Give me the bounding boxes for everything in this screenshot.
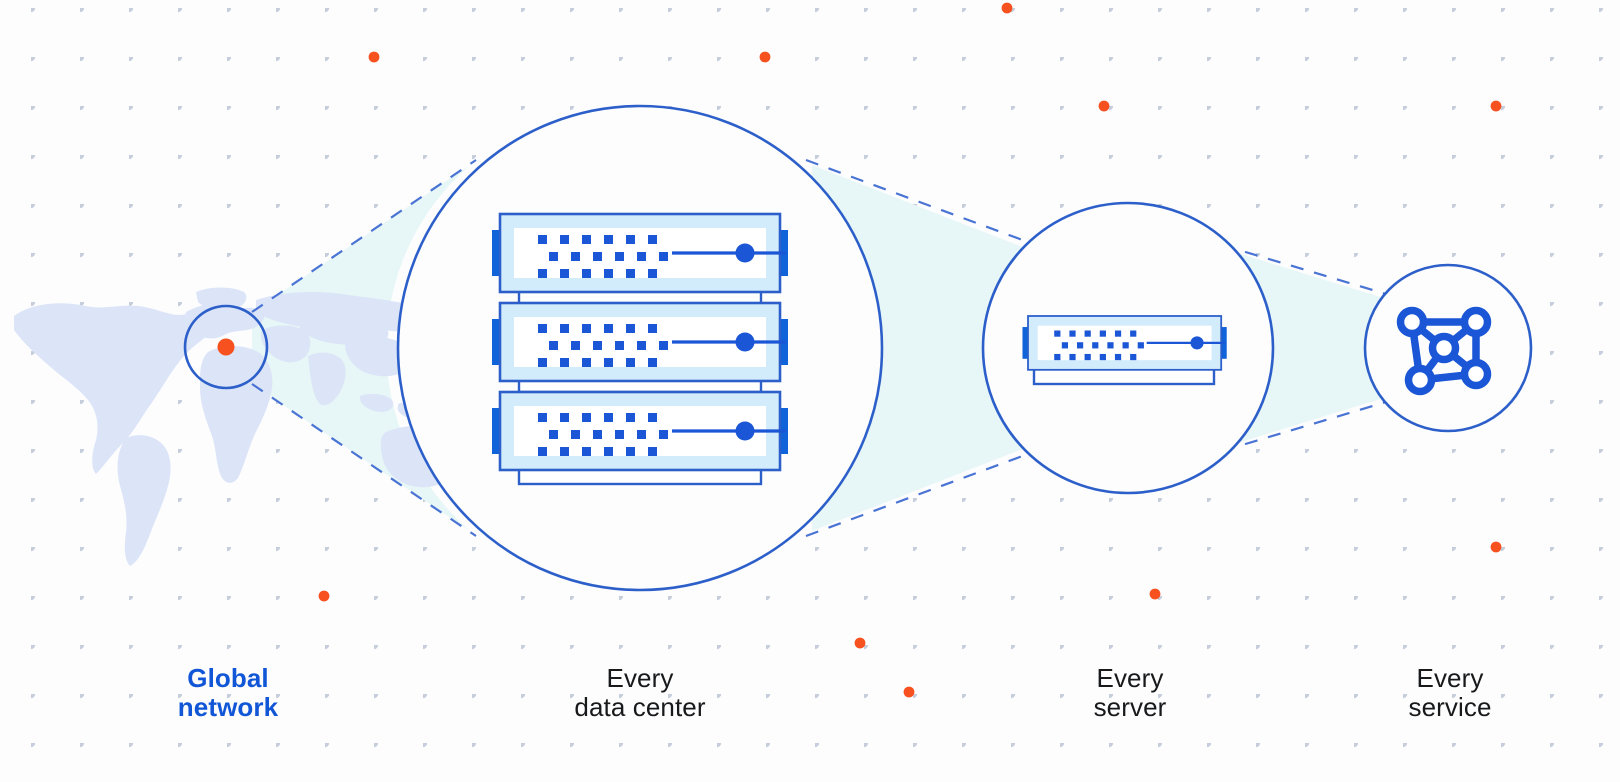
accent-dot [854,637,866,649]
world-map [14,287,491,566]
map-location-marker-icon [217,338,235,356]
accent-dot [1490,541,1502,553]
accent-dot-group [318,2,1502,698]
accent-dot [1098,100,1110,112]
connector-line-2-top [805,158,1037,247]
accent-dot [1149,588,1161,600]
accent-dot [318,590,330,602]
connector-line-2-bottom [805,449,1037,538]
accent-dot [1001,2,1013,14]
funnel-fill-3 [1228,250,1390,446]
dashed-connector-group [251,158,1397,538]
network-mesh-icon [1396,306,1492,396]
accent-dot [1490,100,1502,112]
funnel-fill-2 [812,165,1030,531]
connector-line-3-top [1221,243,1397,299]
connector-line-1-bottom [251,383,477,537]
accent-dot [759,51,771,63]
single-server-icon [1022,316,1226,386]
accent-dot [903,686,915,698]
accent-dot [368,51,380,63]
server-rack-icon [492,214,788,486]
stage-circle-global-network[interactable] [183,304,269,390]
connector-line-3-bottom [1221,397,1397,453]
connector-line-1-top [251,159,477,313]
